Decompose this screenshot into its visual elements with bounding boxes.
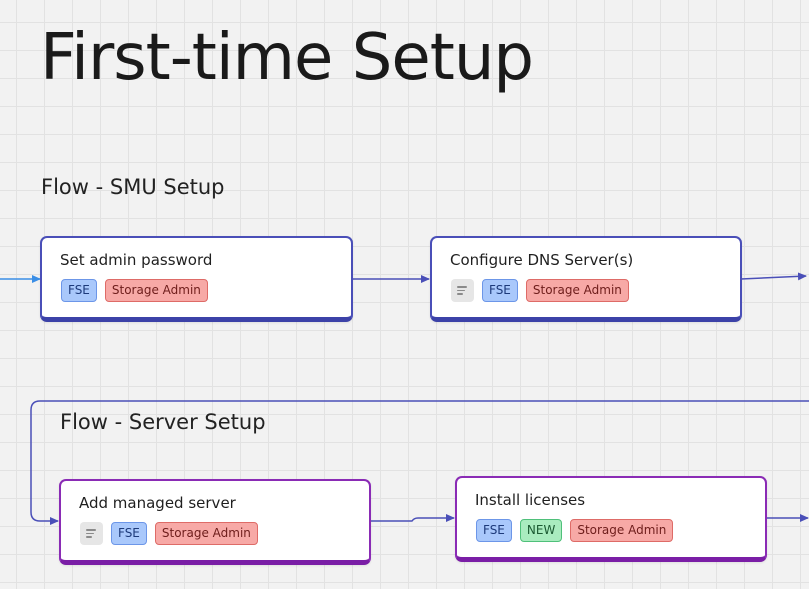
card-set-admin-password[interactable]: Set admin password FSE Storage Admin xyxy=(40,236,353,322)
tag-list: FSE NEW Storage Admin xyxy=(476,519,674,542)
tag-storage-admin[interactable]: Storage Admin xyxy=(525,279,629,302)
card-configure-dns-servers[interactable]: Configure DNS Server(s) FSE Storage Admi… xyxy=(430,236,742,322)
tag-list: FSE Storage Admin xyxy=(61,279,208,302)
tag-storage-admin[interactable]: Storage Admin xyxy=(154,522,258,545)
card-title: Set admin password xyxy=(60,251,213,269)
connector-server-to-licenses xyxy=(370,514,455,522)
card-title: Configure DNS Server(s) xyxy=(450,251,634,269)
tag-list: FSE Storage Admin xyxy=(80,522,258,545)
notes-icon[interactable] xyxy=(451,279,474,302)
tag-fse[interactable]: FSE xyxy=(476,519,512,542)
card-title: Install licenses xyxy=(475,491,586,509)
card-add-managed-server[interactable]: Add managed server FSE Storage Admin xyxy=(59,479,371,565)
tag-storage-admin[interactable]: Storage Admin xyxy=(570,519,674,542)
tag-fse[interactable]: FSE xyxy=(111,522,147,545)
tag-list: FSE Storage Admin xyxy=(451,279,629,302)
tag-fse[interactable]: FSE xyxy=(61,279,97,302)
tag-storage-admin[interactable]: Storage Admin xyxy=(104,279,208,302)
tag-fse[interactable]: FSE xyxy=(482,279,518,302)
card-install-licenses[interactable]: Install licenses FSE NEW Storage Admin xyxy=(455,476,767,562)
flow-title-smu-setup: Flow - SMU Setup xyxy=(41,175,225,199)
notes-icon[interactable] xyxy=(80,522,103,545)
tag-new[interactable]: NEW xyxy=(519,519,563,542)
page-title: First-time Setup xyxy=(40,21,534,95)
card-title: Add managed server xyxy=(79,494,236,512)
connector-dns-out xyxy=(740,272,807,281)
flow-title-server-setup: Flow - Server Setup xyxy=(60,410,266,434)
